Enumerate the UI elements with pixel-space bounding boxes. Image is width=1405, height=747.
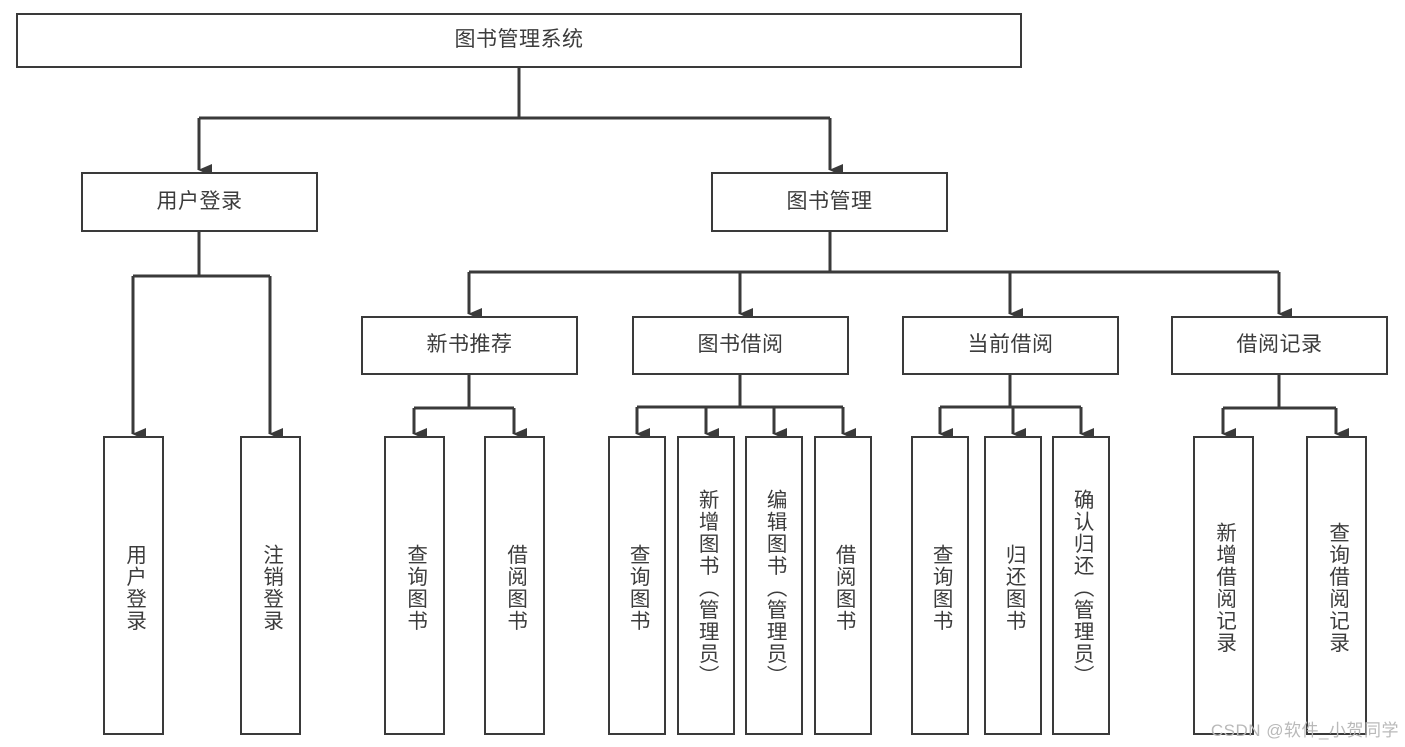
node-book-borrow-label: 图书借阅 bbox=[697, 333, 784, 357]
node-leaf-user-logout[interactable]: 注销登录 bbox=[240, 436, 301, 735]
node-book-manage-label: 图书管理 bbox=[786, 189, 873, 213]
node-leaf-record-add[interactable]: 新增借阅记录 bbox=[1193, 436, 1254, 735]
node-leaf-recommend-query-book-label: 查询图书 bbox=[403, 543, 427, 632]
node-leaf-recommend-query-book[interactable]: 查询图书 bbox=[384, 436, 445, 735]
node-new-book-recommend-label: 新书推荐 bbox=[426, 333, 513, 357]
node-leaf-user-logout-label: 注销登录 bbox=[259, 543, 283, 632]
node-leaf-borrow-edit-book-label: 编辑图书（管理员） bbox=[763, 488, 787, 687]
node-book-manage[interactable]: 图书管理 bbox=[711, 172, 948, 232]
watermark: CSDN @软件_小贺同学 bbox=[1210, 721, 1399, 740]
node-user-login-label: 用户登录 bbox=[156, 189, 243, 213]
node-current-borrow[interactable]: 当前借阅 bbox=[902, 316, 1119, 375]
node-leaf-borrow-add-book-label: 新增图书（管理员） bbox=[695, 488, 719, 687]
node-leaf-current-query-book-label: 查询图书 bbox=[929, 543, 953, 632]
node-new-book-recommend[interactable]: 新书推荐 bbox=[361, 316, 578, 375]
node-leaf-current-return-book[interactable]: 归还图书 bbox=[984, 436, 1042, 735]
node-leaf-recommend-borrow-book[interactable]: 借阅图书 bbox=[484, 436, 545, 735]
node-leaf-user-login-label: 用户登录 bbox=[122, 543, 146, 632]
node-leaf-record-query-label: 查询借阅记录 bbox=[1325, 521, 1349, 654]
node-leaf-borrow-query-book[interactable]: 查询图书 bbox=[608, 436, 666, 735]
node-leaf-recommend-borrow-book-label: 借阅图书 bbox=[503, 543, 527, 632]
node-leaf-current-query-book[interactable]: 查询图书 bbox=[911, 436, 969, 735]
node-leaf-current-return-book-label: 归还图书 bbox=[1002, 543, 1026, 632]
node-leaf-borrow-query-book-label: 查询图书 bbox=[626, 543, 650, 632]
node-root-label: 图书管理系统 bbox=[454, 28, 584, 52]
node-leaf-borrow-add-book[interactable]: 新增图书（管理员） bbox=[677, 436, 735, 735]
node-leaf-record-query[interactable]: 查询借阅记录 bbox=[1306, 436, 1367, 735]
node-borrow-record-label: 借阅记录 bbox=[1236, 333, 1323, 357]
node-leaf-user-login[interactable]: 用户登录 bbox=[103, 436, 164, 735]
node-user-login[interactable]: 用户登录 bbox=[81, 172, 318, 232]
node-leaf-current-confirm-return-label: 确认归还（管理员） bbox=[1070, 488, 1094, 687]
node-borrow-record[interactable]: 借阅记录 bbox=[1171, 316, 1388, 375]
node-leaf-record-add-label: 新增借阅记录 bbox=[1212, 521, 1236, 654]
node-leaf-borrow-borrow-book[interactable]: 借阅图书 bbox=[814, 436, 872, 735]
node-leaf-borrow-borrow-book-label: 借阅图书 bbox=[832, 543, 856, 632]
node-current-borrow-label: 当前借阅 bbox=[967, 333, 1054, 357]
node-leaf-borrow-edit-book[interactable]: 编辑图书（管理员） bbox=[745, 436, 803, 735]
node-root[interactable]: 图书管理系统 bbox=[16, 13, 1022, 68]
node-leaf-current-confirm-return[interactable]: 确认归还（管理员） bbox=[1052, 436, 1110, 735]
node-book-borrow[interactable]: 图书借阅 bbox=[632, 316, 849, 375]
